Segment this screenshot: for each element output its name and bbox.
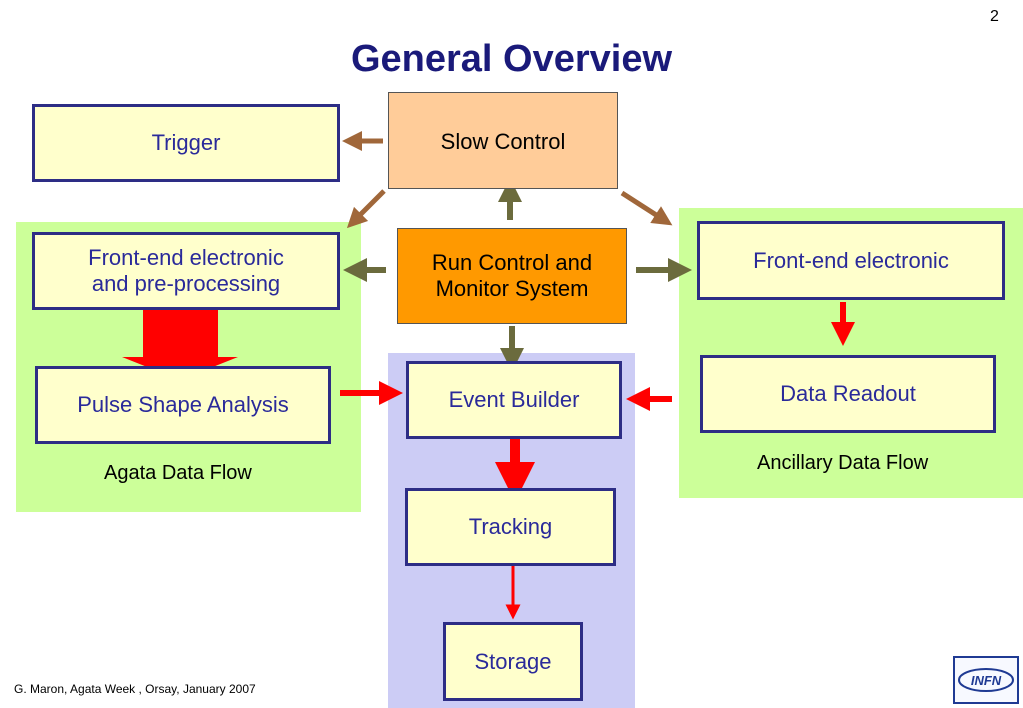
run-control-box: Run Control and Monitor System <box>397 228 627 324</box>
arrow-slow-to-agata <box>346 189 386 229</box>
data-readout-box: Data Readout <box>700 355 996 433</box>
event-builder-box: Event Builder <box>406 361 622 439</box>
arrow-frontend-to-pulse <box>122 310 238 380</box>
infn-logo: INFN <box>953 656 1019 704</box>
arrow-slow-to-ancillary <box>620 190 673 226</box>
ancillary-flow-caption: Ancillary Data Flow <box>757 452 929 474</box>
frontend-agata-box: Front-end electronic and pre-processing <box>32 232 340 310</box>
storage-box: Storage <box>443 622 583 701</box>
agata-flow-caption: Agata Data Flow <box>104 462 252 484</box>
slide-title: General Overview <box>350 38 673 80</box>
logo-text: INFN <box>971 673 1002 688</box>
pulse-shape-box: Pulse Shape Analysis <box>35 366 331 444</box>
slow-control-box: Slow Control <box>388 92 618 189</box>
slide-number: 2 <box>990 8 999 25</box>
tracking-box: Tracking <box>405 488 616 566</box>
footer-text: G. Maron, Agata Week , Orsay, January 20… <box>14 682 256 696</box>
trigger-box: Trigger <box>32 104 340 182</box>
frontend-ancillary-box: Front-end electronic <box>697 221 1005 300</box>
